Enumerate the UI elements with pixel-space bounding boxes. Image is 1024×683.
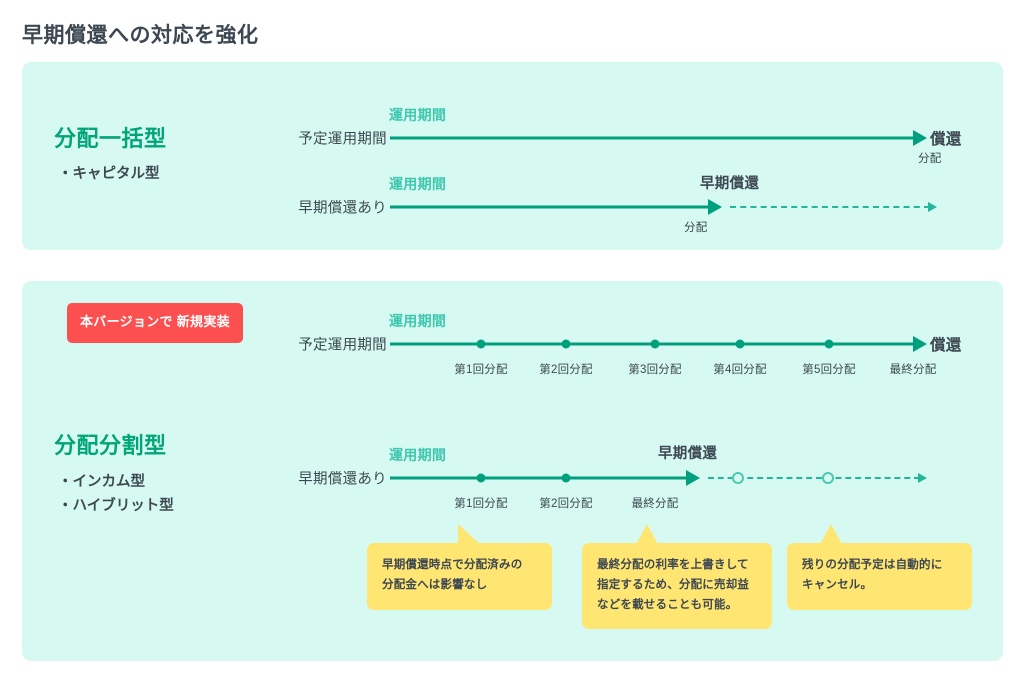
sub-label-distribution-1: 分配 <box>918 153 942 165</box>
type-bullets-split: インカム型 ハイブリット型 <box>58 471 174 519</box>
axis-dashed-early-1 <box>730 206 930 208</box>
axis-line-planned-1 <box>390 136 915 140</box>
tick-label: 第1回分配 <box>454 364 508 376</box>
callout-final-rate-override: 最終分配の利率を上書きして 指定するため、分配に売却益 などを載せることも可能。 <box>582 543 772 630</box>
cancelled-distribution-dot <box>822 472 834 484</box>
distribution-dot <box>735 339 745 349</box>
distribution-dot <box>476 339 486 349</box>
arrow-head-icon <box>913 130 927 146</box>
tick-label: 第5回分配 <box>802 364 856 376</box>
end-label-redemption-2: 償還 <box>930 337 962 354</box>
row-label-early-redemption-1: 早期償還あり <box>298 200 387 217</box>
tick-label: 最終分配 <box>631 498 679 510</box>
bullet-item: キャピタル型 <box>58 163 160 187</box>
arrow-head-icon <box>708 199 722 215</box>
sub-label-distribution-2: 分配 <box>684 222 708 234</box>
distribution-dot <box>561 339 571 349</box>
distribution-dot <box>824 339 834 349</box>
panel-lump-sum: 分配一括型 キャピタル型 予定運用期間 運用期間 償還 分配 早期償還あり 運用… <box>22 62 1003 250</box>
distribution-dot <box>476 473 486 483</box>
arrow-head-icon <box>913 336 927 352</box>
arrow-head-icon <box>928 202 937 212</box>
row-label-planned-period-1: 予定運用期間 <box>298 131 387 148</box>
type-heading-lump-sum: 分配一括型 <box>54 126 167 151</box>
axis-line-early-1 <box>390 205 712 209</box>
tick-label: 第4回分配 <box>713 364 767 376</box>
panel-split-left: 本バージョンで 新規実装 分配分割型 インカム型 ハイブリット型 <box>22 281 252 661</box>
panel-split: 本バージョンで 新規実装 分配分割型 インカム型 ハイブリット型 予定運用期間 … <box>22 281 1003 661</box>
type-heading-split: 分配分割型 <box>54 433 167 458</box>
callout-auto-cancel: 残りの分配予定は自動的に キャンセル。 <box>787 543 972 610</box>
period-label-3: 運用期間 <box>389 313 447 329</box>
end-label-redemption-1: 償還 <box>930 131 962 148</box>
period-label-1: 運用期間 <box>389 107 447 123</box>
bullet-item: ハイブリット型 <box>58 495 174 519</box>
period-label-4: 運用期間 <box>389 447 447 463</box>
event-label-early-redemption-1: 早期償還 <box>700 176 760 192</box>
row-label-early-redemption-2: 早期償還あり <box>298 471 387 488</box>
axis-line-early-2 <box>390 476 690 480</box>
callout-distribution-unaffected: 早期償還時点で分配済みの 分配金へは影響なし <box>367 543 552 610</box>
event-label-early-redemption-2: 早期償還 <box>658 446 718 462</box>
page-title: 早期償還への対応を強化 <box>22 24 259 47</box>
cancelled-distribution-dot <box>732 472 744 484</box>
bullet-item: インカム型 <box>58 471 174 495</box>
distribution-dot <box>561 473 571 483</box>
new-version-badge: 本バージョンで 新規実装 <box>67 303 243 343</box>
arrow-head-icon <box>918 473 927 483</box>
row-label-planned-period-2: 予定運用期間 <box>298 337 387 354</box>
arrow-head-icon <box>686 470 700 486</box>
type-bullets-lump-sum: キャピタル型 <box>58 163 160 187</box>
distribution-dot <box>650 339 660 349</box>
panel-lump-sum-left: 分配一括型 キャピタル型 <box>22 62 252 250</box>
axis-dashed-early-2 <box>708 477 920 479</box>
tick-label: 第1回分配 <box>454 498 508 510</box>
tick-label: 最終分配 <box>889 364 937 376</box>
tick-label: 第2回分配 <box>539 498 593 510</box>
tick-label: 第2回分配 <box>539 364 593 376</box>
tick-label: 第3回分配 <box>628 364 682 376</box>
period-label-2: 運用期間 <box>389 176 447 192</box>
